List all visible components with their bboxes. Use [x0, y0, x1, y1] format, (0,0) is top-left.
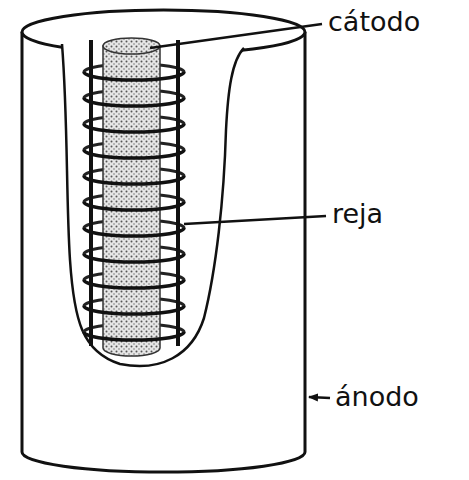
anode-cylinder [22, 32, 305, 472]
leader-line [184, 216, 326, 224]
cathode-top [103, 38, 160, 54]
grid-rod [176, 40, 180, 346]
leader-line [150, 24, 322, 48]
grid-rod [89, 40, 93, 346]
part-label: cátodo [328, 6, 420, 37]
leader-arrow [309, 397, 330, 398]
part-label: ánodo [335, 381, 419, 412]
part-label: reja [332, 198, 383, 229]
cathode-cylinder [103, 46, 160, 356]
grid-front [84, 72, 184, 340]
